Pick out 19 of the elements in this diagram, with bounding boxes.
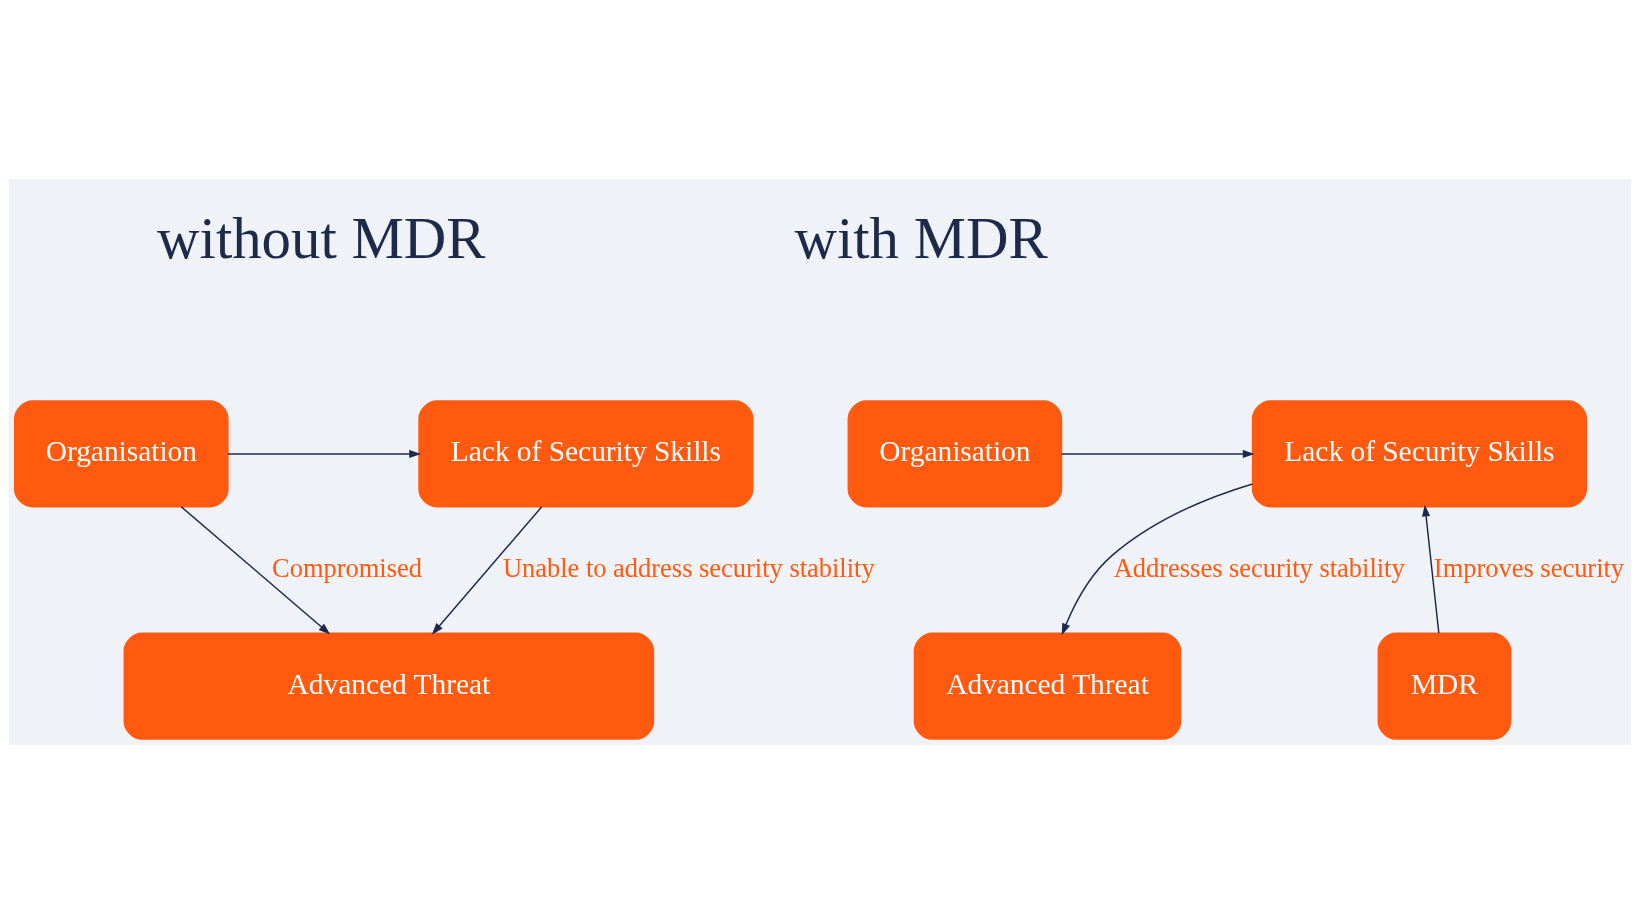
node-box: Advanced Threat (123, 632, 655, 740)
arrow (1061, 483, 1254, 636)
edge-label: Unable to address security stability (502, 552, 875, 583)
edge-label: Improves security (1433, 552, 1625, 583)
node-box: Lack of Security Skills (418, 400, 754, 508)
arrow (227, 449, 421, 459)
node-box: Lack of Security Skills (1251, 400, 1588, 508)
label: without MDR (157, 206, 486, 272)
node-box: Organisation (14, 400, 229, 508)
arrow (1060, 449, 1255, 459)
node-box: MDR (1377, 632, 1512, 740)
edge-label: Compromised (272, 552, 422, 583)
node-box: Organisation (847, 400, 1063, 508)
label: with MDR (794, 206, 1048, 272)
arrow (180, 506, 331, 635)
node-box: Advanced Threat (913, 632, 1182, 740)
arrow (431, 506, 543, 635)
edge-label: Addresses security stability (1113, 552, 1405, 583)
arrow (1422, 504, 1440, 634)
